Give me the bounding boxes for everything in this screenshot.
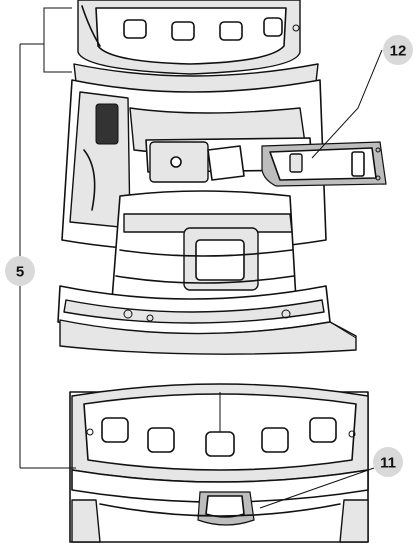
callout-11-label: 11: [380, 455, 396, 472]
release-tab: [197, 491, 255, 526]
callout-5-label: 5: [16, 264, 24, 281]
callout-leaders: [19, 7, 383, 509]
clamp-lever: [261, 141, 387, 187]
router-top-view: [57, 0, 387, 355]
callout-12-label: 12: [390, 43, 407, 60]
callout-11: 11: [373, 447, 403, 477]
callout-5: 5: [5, 256, 35, 286]
callout-12: 12: [383, 35, 413, 65]
router-bottom-view: [69, 383, 369, 543]
